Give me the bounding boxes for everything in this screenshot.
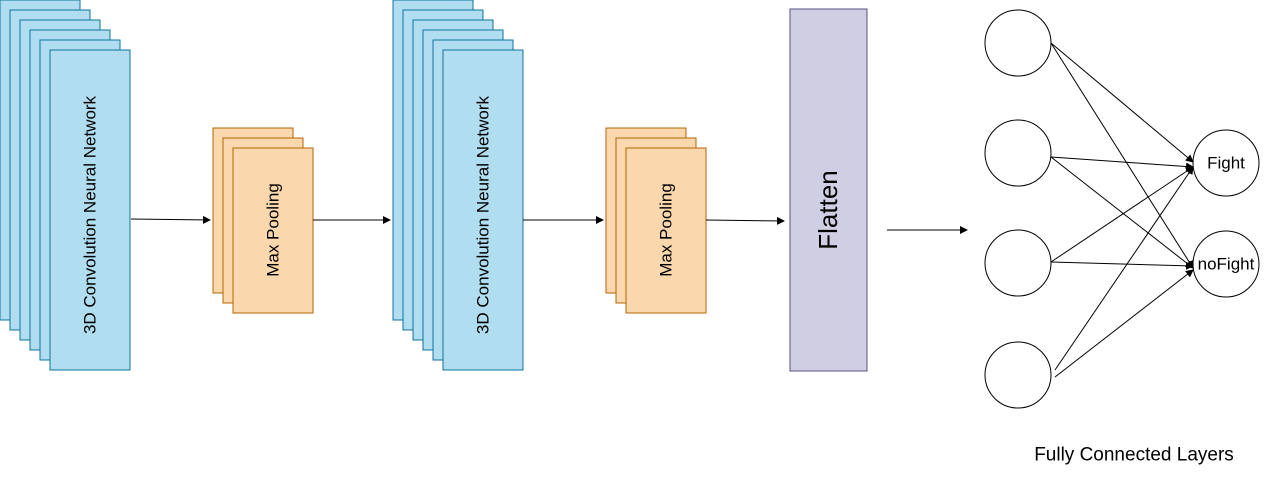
pool-block-2-label: Max Pooling [657, 183, 676, 277]
edge-in1-out1 [1050, 42, 1194, 163]
conv-block-2: 3D Convolution Neural Network [392, 0, 524, 371]
conv-block-2-label: 3D Convolution Neural Network [474, 95, 493, 334]
flow-arrows [130, 215, 968, 234]
dense-connections [1050, 42, 1194, 378]
flatten-label: Flatten [813, 170, 843, 250]
arrow-conv1-to-pool1 [130, 215, 211, 224]
edge-in4-out1 [1054, 166, 1194, 371]
output-neuron-nofight-label: noFight [1198, 255, 1255, 274]
fully-connected-caption: Fully Connected Layers [1034, 445, 1234, 466]
conv-block-1: 3D Convolution Neural Network [0, 0, 131, 371]
output-neuron-fight-label: Fight [1207, 154, 1245, 173]
pool-block-2: Max Pooling [605, 127, 707, 314]
edge-in4-out2 [1054, 269, 1194, 378]
flatten-rect [789, 8, 868, 372]
conv-block-2-front [442, 49, 524, 371]
input-neuron [984, 229, 1052, 297]
edge-in3-out2 [1050, 261, 1194, 270]
dense-output-layer: Fight noFight [1192, 129, 1260, 298]
flatten-block: Flatten [789, 8, 868, 372]
edge-in2-out1 [1050, 156, 1194, 171]
pool-block-1: Max Pooling [212, 127, 314, 314]
pool-block-1-front [232, 147, 314, 314]
input-neuron [984, 119, 1052, 187]
pool-block-1-label: Max Pooling [264, 183, 283, 277]
edge-in2-out2 [1050, 156, 1194, 269]
conv-block-1-label: 3D Convolution Neural Network [81, 95, 100, 334]
input-neuron [984, 341, 1052, 409]
dense-input-layer [984, 9, 1052, 409]
input-neuron [984, 9, 1052, 77]
output-neuron-fight [1192, 129, 1260, 197]
edge-in1-out2 [1050, 42, 1194, 269]
conv-block-1-front [49, 49, 131, 371]
output-neuron-nofight [1192, 230, 1260, 298]
arrow-pool2-to-flatten [705, 216, 785, 225]
pool-block-2-front [625, 147, 707, 314]
edge-in3-out1 [1050, 166, 1194, 263]
